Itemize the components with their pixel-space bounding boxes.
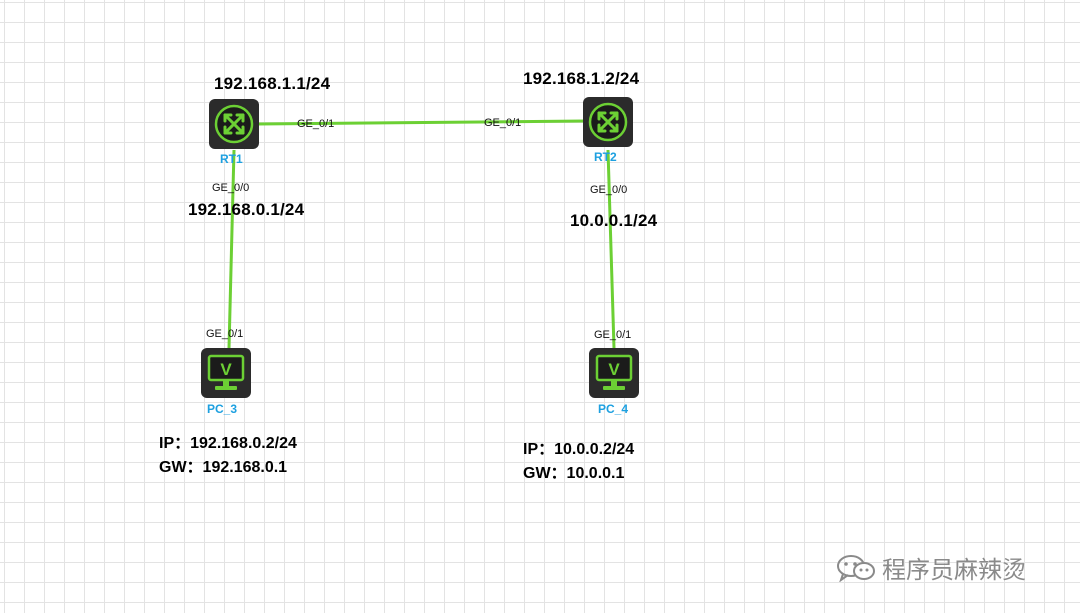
port-label-rt1-ge01: GE_0/1 [297,118,335,130]
watermark: 程序员麻辣烫 [836,550,1026,585]
wechat-icon [837,554,875,582]
ip-label-rt1-ge01: 192.168.1.1/24 [214,74,331,93]
pc-monitor-icon: V [201,348,251,398]
device-label-pc3: PC_3 [207,402,238,416]
device-label-rt2: RT2 [594,150,617,164]
router-rt2[interactable] [582,96,634,148]
port-label-rt1-ge00: GE_0/0 [212,182,250,194]
host-ip-pc4: IP：10.0.0.2/24 [523,441,635,458]
host-gw-pc4: GW：10.0.0.1 [523,465,625,482]
port-label-pc4-ge01: GE_0/1 [594,329,632,341]
router-rt1[interactable] [208,98,260,150]
ip-label-rt2-ge00: 10.0.0.1/24 [570,211,658,230]
device-label-rt1: RT1 [220,152,243,166]
pc-screen-glyph: V [220,360,232,379]
port-label-pc3-ge01: GE_0/1 [206,328,244,340]
ip-label-rt1-ge00: 192.168.0.1/24 [188,200,305,219]
host-gw-pc3: GW：192.168.0.1 [159,459,288,476]
router-icon [583,97,633,147]
pc-pc3[interactable]: V [200,347,252,399]
link-rt2-pc4[interactable] [606,149,616,349]
link-rt1-pc3[interactable] [227,149,236,349]
host-info-pc3: IP：192.168.0.2/24 GW：192.168.0.1 [159,432,297,480]
pc-pc4[interactable]: V [588,347,640,399]
host-info-pc4: IP：10.0.0.2/24 GW：10.0.0.1 [523,438,634,486]
host-ip-pc3: IP：192.168.0.2/24 [159,435,297,452]
watermark-text: 程序员麻辣烫 [882,556,1026,584]
link-rt1-rt2[interactable] [257,119,586,126]
pc-screen-glyph: V [608,360,620,379]
port-label-rt2-ge01: GE_0/1 [484,117,522,129]
ip-label-rt2-ge01: 192.168.1.2/24 [523,69,640,88]
router-icon [209,99,259,149]
device-label-pc4: PC_4 [598,402,629,416]
pc-monitor-icon: V [589,348,639,398]
port-label-rt2-ge00: GE_0/0 [590,184,628,196]
